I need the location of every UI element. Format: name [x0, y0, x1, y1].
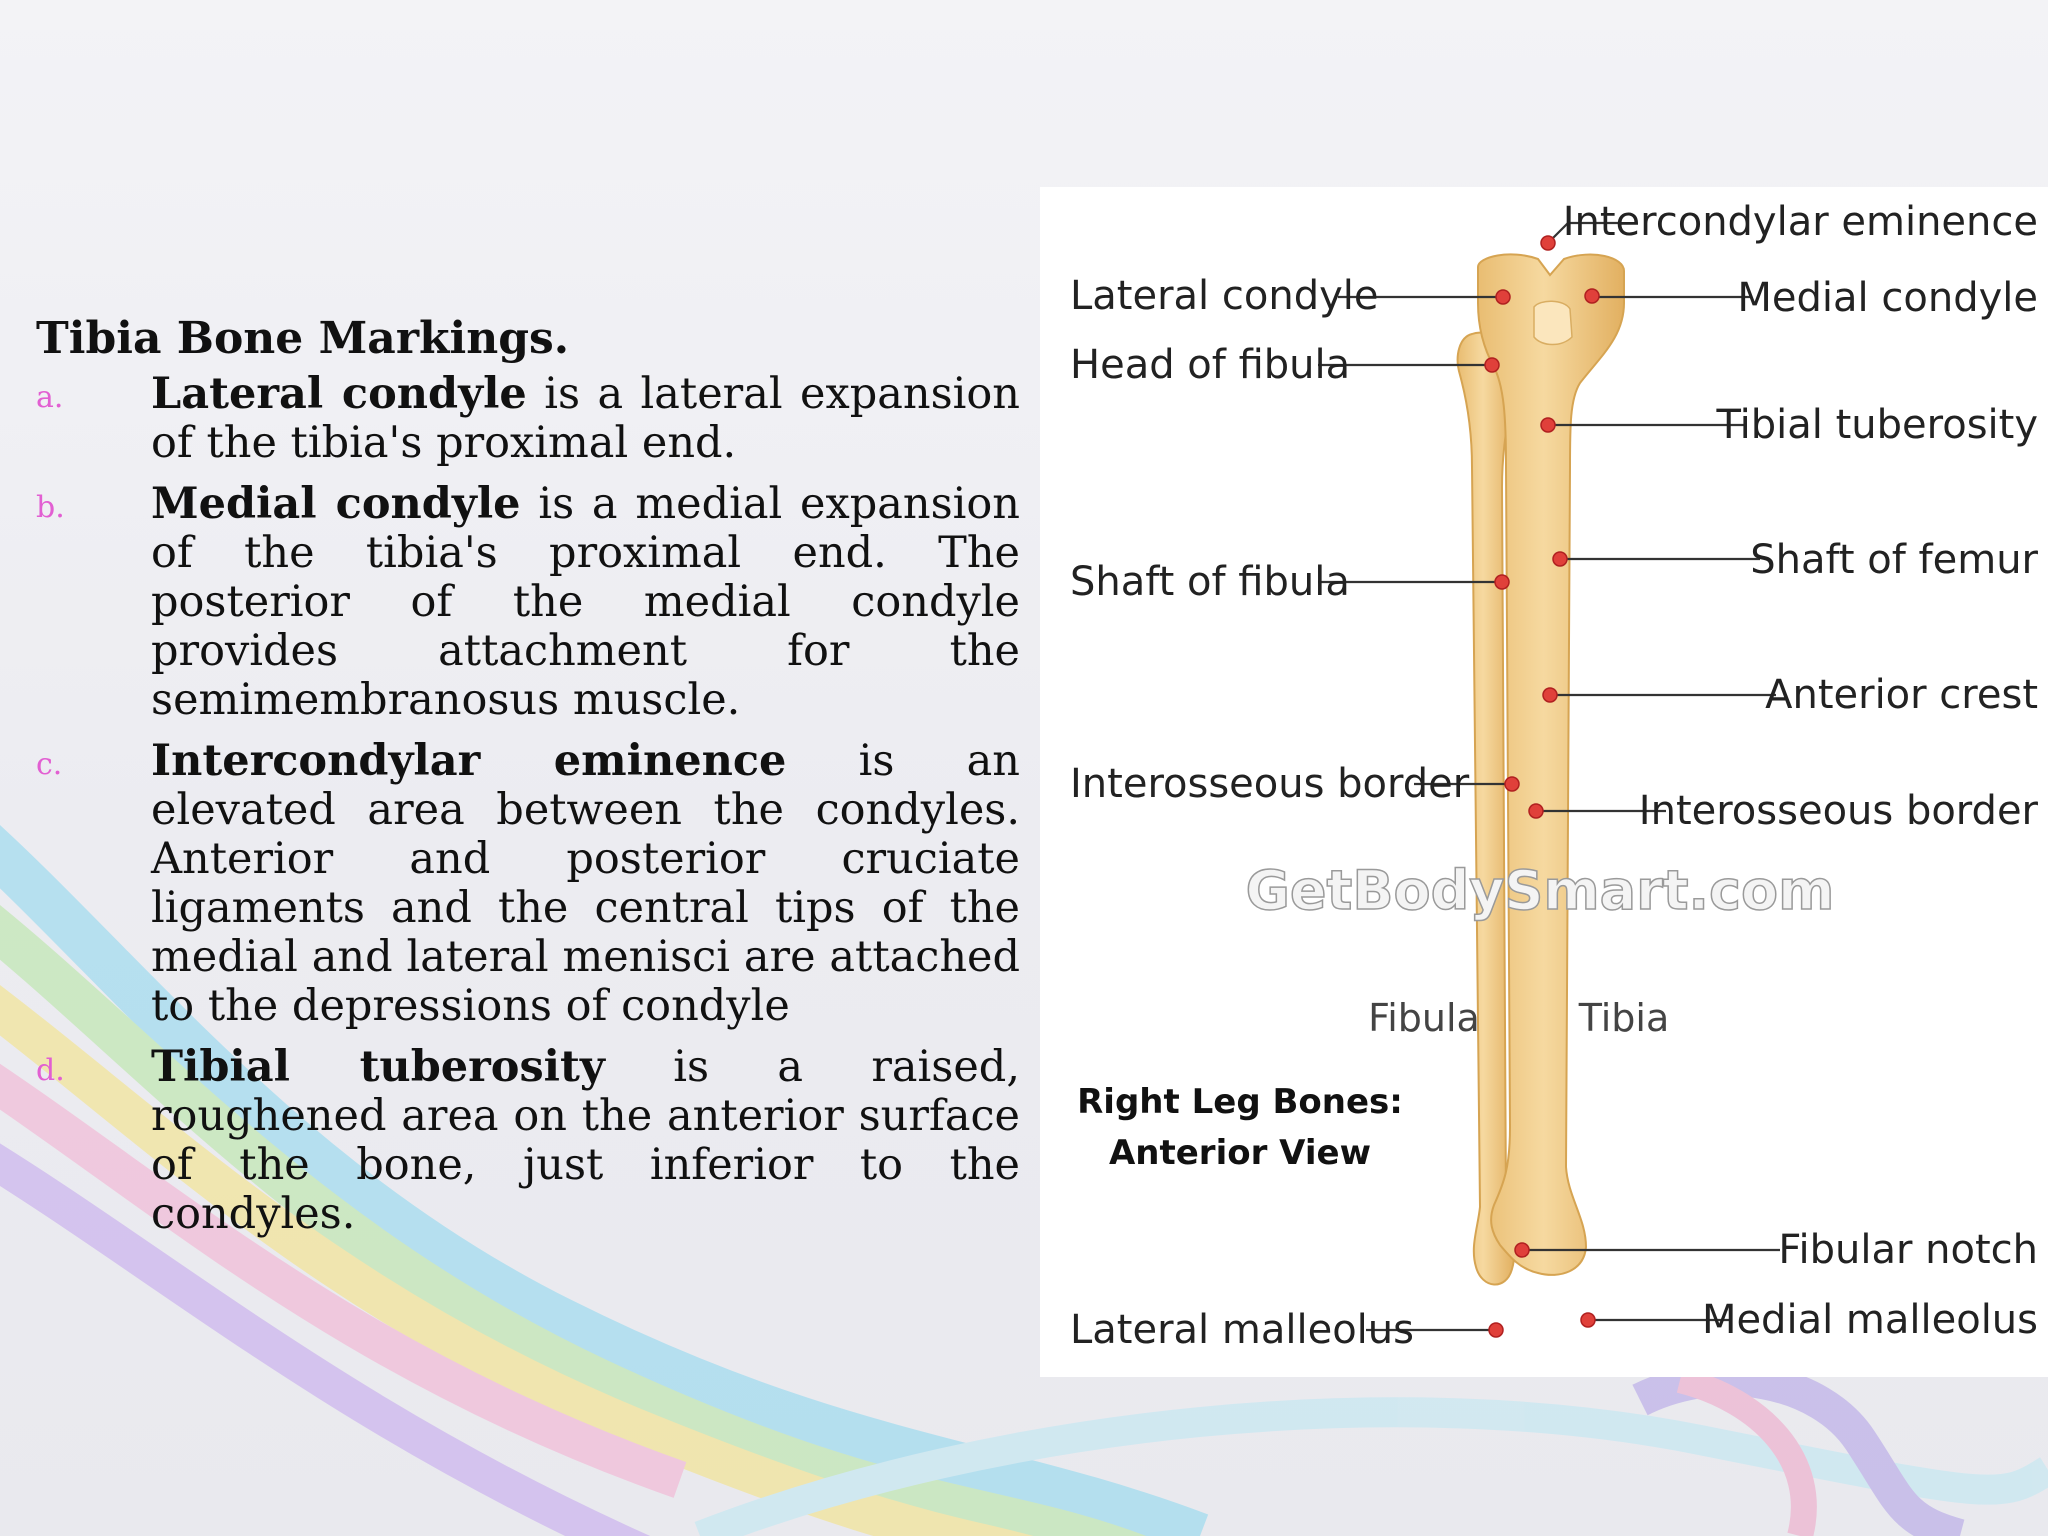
label-shaft-of-femur: Shaft of femur: [1750, 537, 2038, 583]
list-marker: c.: [36, 747, 63, 782]
label-anterior-crest: Anterior crest: [1765, 672, 2038, 718]
text-content: Tibia Bone Markings. a. Lateral condyle …: [36, 312, 1020, 1251]
marker-intercondylar-eminence: [1540, 235, 1556, 251]
marker-head-of-fibula: [1484, 357, 1500, 373]
marker-anterior-crest: [1542, 687, 1558, 703]
marking-term: Medial condyle: [151, 479, 521, 529]
marking-term: Intercondylar eminence: [151, 736, 787, 786]
label-lateral-condyle: Lateral condyle: [1070, 273, 1378, 319]
marker-medial-malleolus: [1580, 1312, 1596, 1328]
marker-fibular-notch: [1514, 1242, 1530, 1258]
caption-line-1: Right Leg Bones:: [1077, 1082, 1403, 1122]
list-marker: a.: [36, 380, 64, 415]
marker-lateral-malleolus: [1488, 1322, 1504, 1338]
marking-item-medial-condyle: b. Medial condyle is a medial expansion …: [36, 480, 1020, 725]
marking-item-intercondylar-eminence: c. Intercondylar eminence is an elevated…: [36, 737, 1020, 1031]
slide-title: Tibia Bone Markings.: [36, 313, 570, 364]
tibia-bone: [1477, 253, 1625, 1276]
label-intercondylar-eminence: Intercondylar eminence: [1563, 199, 2038, 245]
marking-text: Lateral condyle is a lateral expansion o…: [151, 370, 1020, 468]
label-medial-condyle: Medial condyle: [1737, 275, 2038, 321]
caption-line-2: Anterior View: [1109, 1133, 1371, 1173]
marking-description: is a medial expansion of the tibia's pro…: [151, 479, 1020, 725]
leader-intercondylar-eminence: [1547, 221, 1620, 244]
marking-description: is a lateral expansion of the tibia's pr…: [151, 369, 1020, 468]
marker-shaft-of-fibula: [1494, 574, 1510, 590]
marking-item-lateral-condyle: a. Lateral condyle is a lateral expansio…: [36, 370, 1020, 468]
diagram-svg: Lateral condyle Head of fibula Shaft of …: [1070, 199, 2039, 1353]
leg-bones-diagram: Lateral condyle Head of fibula Shaft of …: [1040, 187, 2048, 1377]
marker-shaft-of-femur: [1552, 551, 1568, 567]
marking-text: Tibial tuberosity is a raised, roughened…: [151, 1043, 1020, 1239]
marker-interosseous-border-left: [1504, 776, 1520, 792]
label-interosseous-border-right: Interosseous border: [1639, 788, 2039, 834]
label-fibula: Fibula: [1368, 996, 1480, 1040]
marker-medial-condyle: [1584, 288, 1600, 304]
marking-item-tibial-tuberosity: d. Tibial tuberosity is a raised, roughe…: [36, 1043, 1020, 1239]
marking-description: is an elevated area between the condyles…: [151, 736, 1020, 1031]
marker-lateral-condyle: [1495, 289, 1511, 305]
label-head-of-fibula: Head of fibula: [1070, 342, 1350, 388]
label-fibular-notch: Fibular notch: [1778, 1227, 2038, 1273]
marking-term: Lateral condyle: [151, 369, 527, 419]
label-tibial-tuberosity: Tibial tuberosity: [1715, 402, 2038, 448]
label-tibia: Tibia: [1578, 996, 1670, 1040]
marker-interosseous-border-right: [1528, 803, 1544, 819]
label-shaft-of-fibula: Shaft of fibula: [1070, 559, 1350, 605]
label-interosseous-border-left: Interosseous border: [1070, 761, 1470, 807]
marking-text: Intercondylar eminence is an elevated ar…: [151, 737, 1020, 1031]
list-marker: b.: [36, 490, 65, 525]
watermark: GetBodySmart.com: [1246, 859, 1835, 922]
label-medial-malleolus: Medial malleolus: [1702, 1297, 2038, 1343]
marking-term: Tibial tuberosity: [151, 1042, 605, 1092]
label-lateral-malleolus: Lateral malleolus: [1070, 1307, 1414, 1353]
marking-text: Medial condyle is a medial expansion of …: [151, 480, 1020, 725]
tibial-plateau: [1533, 300, 1573, 346]
list-marker: d.: [36, 1053, 65, 1088]
marking-description: is a raised, roughened area on the anter…: [151, 1042, 1020, 1239]
marker-tibial-tuberosity: [1540, 417, 1556, 433]
